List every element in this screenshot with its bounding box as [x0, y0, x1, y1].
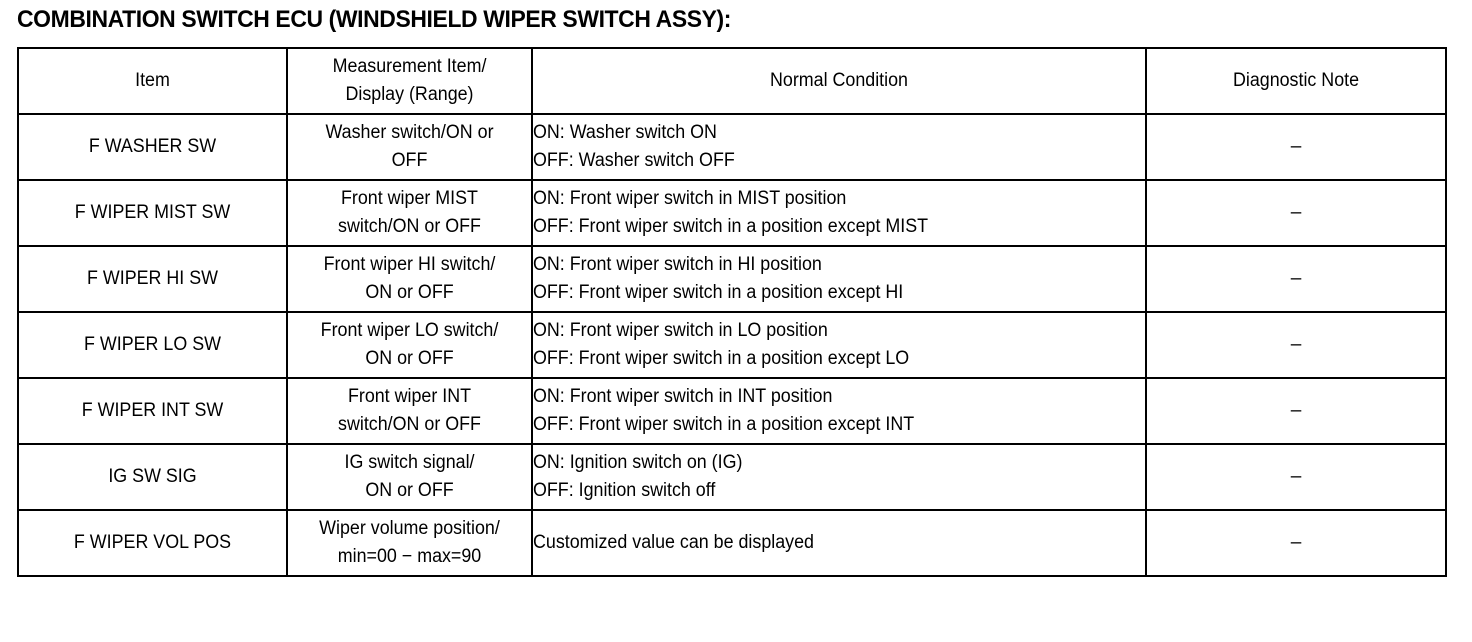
page-title: COMBINATION SWITCH ECU (WINDSHIELD WIPER… — [17, 6, 732, 33]
condition-line1: ON: Ignition switch on (IG) — [533, 452, 743, 473]
condition-line1: ON: Front wiper switch in MIST position — [533, 188, 847, 209]
table-row: F WASHER SW Washer switch/ON or OFF ON: … — [17, 113, 1447, 181]
column-header-diagnostic-note: Diagnostic Note — [1145, 47, 1447, 115]
measurement-line2: switch/ON or OFF — [338, 216, 481, 237]
column-header-diagnostic-note-label: Diagnostic Note — [1232, 70, 1360, 91]
table-row: IG SW SIG IG switch signal/ ON or OFF ON… — [17, 443, 1447, 511]
cell-item: F WIPER LO SW — [17, 311, 288, 379]
table-row: F WIPER HI SW Front wiper HI switch/ ON … — [17, 245, 1447, 313]
cell-diagnostic-note: – — [1145, 179, 1447, 247]
cell-normal-condition: ON: Front wiper switch in LO position OF… — [531, 311, 1147, 379]
item-name: IG SW SIG — [108, 466, 197, 487]
table-row: F WIPER MIST SW Front wiper MIST switch/… — [17, 179, 1447, 247]
measurement-line2: ON or OFF — [365, 282, 454, 303]
cell-item: F WIPER INT SW — [17, 377, 288, 445]
cell-measurement-item: Wiper volume position/ min=00 − max=90 — [286, 509, 533, 577]
cell-normal-condition: Customized value can be displayed — [531, 509, 1147, 577]
cell-measurement-item: Front wiper INT switch/ON or OFF — [286, 377, 533, 445]
table-row: F WIPER VOL POS Wiper volume position/ m… — [17, 509, 1447, 577]
measurement-line1: Front wiper MIST — [341, 188, 478, 209]
cell-normal-condition: ON: Front wiper switch in HI position OF… — [531, 245, 1147, 313]
measurement-line2: min=00 − max=90 — [337, 546, 482, 567]
cell-item: F WIPER HI SW — [17, 245, 288, 313]
measurement-line1: Washer switch/ON or — [325, 122, 494, 143]
condition-line2: OFF: Washer switch OFF — [533, 150, 735, 171]
condition-line1: Customized value can be displayed — [533, 532, 814, 553]
cell-diagnostic-note: – — [1145, 113, 1447, 181]
diagnostic-note-value: – — [1290, 532, 1302, 553]
cell-item: F WIPER MIST SW — [17, 179, 288, 247]
cell-diagnostic-note: – — [1145, 377, 1447, 445]
item-name: F WIPER HI SW — [87, 268, 218, 289]
cell-item: F WIPER VOL POS — [17, 509, 288, 577]
table-row: F WIPER LO SW Front wiper LO switch/ ON … — [17, 311, 1447, 379]
condition-line2: OFF: Front wiper switch in a position ex… — [533, 216, 929, 237]
condition-line1: ON: Front wiper switch in HI position — [533, 254, 822, 275]
item-name: F WIPER MIST SW — [74, 202, 231, 223]
diagnostic-note-value: – — [1290, 400, 1302, 421]
column-header-normal-condition-label: Normal Condition — [769, 70, 908, 91]
item-name: F WIPER INT SW — [81, 400, 224, 421]
measurement-line1: IG switch signal/ — [344, 452, 475, 473]
measurement-line2: ON or OFF — [365, 480, 454, 501]
cell-normal-condition: ON: Front wiper switch in INT position O… — [531, 377, 1147, 445]
cell-diagnostic-note: – — [1145, 509, 1447, 577]
cell-measurement-item: Front wiper HI switch/ ON or OFF — [286, 245, 533, 313]
condition-line2: OFF: Ignition switch off — [533, 480, 716, 501]
cell-measurement-item: Front wiper LO switch/ ON or OFF — [286, 311, 533, 379]
cell-measurement-item: IG switch signal/ ON or OFF — [286, 443, 533, 511]
cell-item: IG SW SIG — [17, 443, 288, 511]
condition-line2: OFF: Front wiper switch in a position ex… — [533, 282, 904, 303]
column-header-item: Item — [17, 47, 288, 115]
item-name: F WIPER VOL POS — [73, 532, 232, 553]
column-header-measurement-line1: Measurement Item/ — [332, 56, 487, 77]
column-header-normal-condition: Normal Condition — [531, 47, 1147, 115]
cell-normal-condition: ON: Front wiper switch in MIST position … — [531, 179, 1147, 247]
condition-line1: ON: Front wiper switch in LO position — [533, 320, 828, 341]
measurement-line2: ON or OFF — [365, 348, 454, 369]
measurement-line2: OFF — [391, 150, 428, 171]
column-header-measurement-line2: Display (Range) — [345, 84, 474, 105]
cell-normal-condition: ON: Washer switch ON OFF: Washer switch … — [531, 113, 1147, 181]
ecu-data-list-table: Item Measurement Item/ Display (Range) N… — [17, 47, 1447, 577]
item-name: F WIPER LO SW — [84, 334, 221, 355]
diagnostic-note-value: – — [1290, 268, 1302, 289]
diagnostic-note-value: – — [1290, 334, 1302, 355]
table-row: F WIPER INT SW Front wiper INT switch/ON… — [17, 377, 1447, 445]
condition-line2: OFF: Front wiper switch in a position ex… — [533, 348, 910, 369]
measurement-line1: Front wiper INT — [347, 386, 472, 407]
diagnostic-note-value: – — [1290, 466, 1302, 487]
measurement-line1: Front wiper LO switch/ — [320, 320, 499, 341]
diagnostic-note-value: – — [1290, 202, 1302, 223]
cell-measurement-item: Washer switch/ON or OFF — [286, 113, 533, 181]
condition-line2: OFF: Front wiper switch in a position ex… — [533, 414, 915, 435]
diagnostic-note-value: – — [1290, 136, 1302, 157]
measurement-line2: switch/ON or OFF — [338, 414, 481, 435]
table-header-row: Item Measurement Item/ Display (Range) N… — [17, 47, 1447, 115]
cell-normal-condition: ON: Ignition switch on (IG) OFF: Ignitio… — [531, 443, 1147, 511]
cell-diagnostic-note: – — [1145, 443, 1447, 511]
cell-diagnostic-note: – — [1145, 311, 1447, 379]
cell-item: F WASHER SW — [17, 113, 288, 181]
condition-line1: ON: Front wiper switch in INT position — [533, 386, 833, 407]
cell-diagnostic-note: – — [1145, 245, 1447, 313]
item-name: F WASHER SW — [88, 136, 217, 157]
measurement-line1: Wiper volume position/ — [319, 518, 500, 539]
cell-measurement-item: Front wiper MIST switch/ON or OFF — [286, 179, 533, 247]
condition-line1: ON: Washer switch ON — [533, 122, 717, 143]
column-header-measurement-item: Measurement Item/ Display (Range) — [286, 47, 533, 115]
column-header-item-label: Item — [135, 70, 170, 91]
measurement-line1: Front wiper HI switch/ — [323, 254, 496, 275]
